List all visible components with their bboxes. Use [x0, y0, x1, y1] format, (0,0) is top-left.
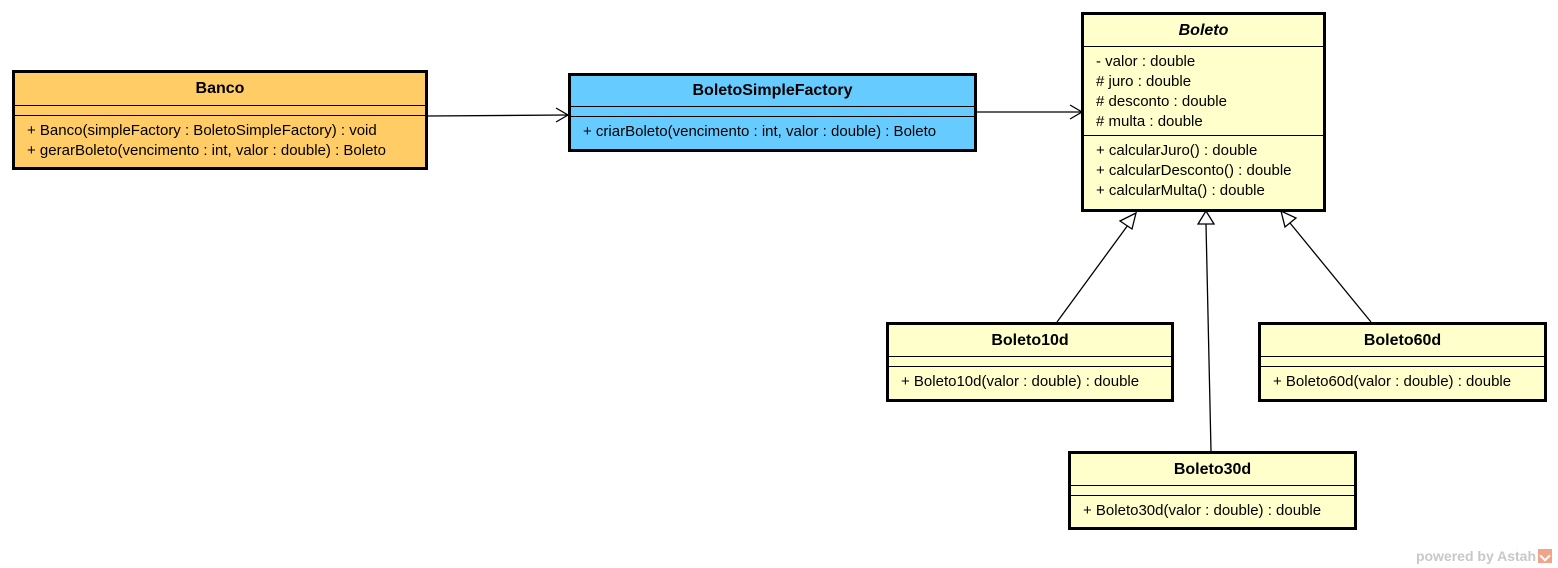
generalization-boleto30d — [1205, 223, 1212, 452]
class-boleto30d[interactable]: Boleto30d + Boleto30d(valor : double) : … — [1068, 451, 1357, 530]
class-name: Boleto — [1084, 15, 1323, 47]
operation: + criarBoleto(vencimento : int, valor : … — [583, 123, 937, 140]
attribute: - valor : double — [1096, 53, 1196, 70]
generalization-arrowhead — [1196, 209, 1216, 225]
class-boleto60d[interactable]: Boleto60d + Boleto60d(valor : double) : … — [1258, 322, 1547, 402]
class-boleto-simple-factory[interactable]: BoletoSimpleFactory + criarBoleto(vencim… — [568, 73, 977, 152]
class-name: Banco — [15, 73, 425, 106]
generalization-arrowhead — [1118, 211, 1137, 231]
astah-logo-icon — [1538, 549, 1552, 563]
operation: + Boleto60d(valor : double) : double — [1273, 373, 1512, 390]
operation: + calcularMulta() : double — [1096, 182, 1265, 199]
operation: + calcularJuro() : double — [1096, 142, 1258, 159]
class-name: BoletoSimpleFactory — [571, 76, 974, 107]
attribute: # juro : double — [1096, 73, 1192, 90]
operations-compartment: + Banco(simpleFactory : BoletoSimpleFact… — [15, 116, 425, 161]
attributes-compartment — [1071, 486, 1354, 496]
attributes-compartment — [889, 357, 1171, 367]
class-name: Boleto60d — [1261, 325, 1544, 357]
watermark-text: powered by Astah — [1415, 548, 1536, 564]
attributes-compartment — [15, 106, 425, 116]
class-name: Boleto10d — [889, 325, 1171, 357]
generalization-boleto10d — [1056, 224, 1129, 323]
astah-watermark: powered by Astah — [1416, 548, 1552, 564]
operations-compartment: + Boleto60d(valor : double) : double — [1261, 367, 1544, 392]
generalization-boleto60d — [1289, 222, 1372, 323]
operation: + Banco(simpleFactory : BoletoSimpleFact… — [27, 122, 377, 139]
operations-compartment: + criarBoleto(vencimento : int, valor : … — [571, 117, 974, 142]
operations-compartment: + Boleto30d(valor : double) : double — [1071, 496, 1354, 521]
attribute: # multa : double — [1096, 113, 1203, 130]
operation: + Boleto10d(valor : double) : double — [901, 373, 1140, 390]
operation: + Boleto30d(valor : double) : double — [1083, 502, 1322, 519]
operations-compartment: + Boleto10d(valor : double) : double — [889, 367, 1171, 392]
attribute: # desconto : double — [1096, 93, 1227, 110]
operation: + calcularDesconto() : double — [1096, 162, 1292, 179]
class-banco[interactable]: Banco + Banco(simpleFactory : BoletoSimp… — [12, 70, 428, 170]
attributes-compartment: - valor : double # juro : double # desco… — [1084, 47, 1323, 136]
class-boleto[interactable]: Boleto - valor : double # juro : double … — [1081, 12, 1326, 212]
operations-compartment: + calcularJuro() : double + calcularDesc… — [1084, 136, 1323, 201]
class-boleto10d[interactable]: Boleto10d + Boleto10d(valor : double) : … — [886, 322, 1174, 402]
generalization-arrowhead — [1280, 209, 1298, 229]
association-banco-factory — [426, 114, 569, 117]
class-name: Boleto30d — [1071, 454, 1354, 486]
attributes-compartment — [1261, 357, 1544, 367]
attributes-compartment — [571, 107, 974, 117]
operation: + gerarBoleto(vencimento : int, valor : … — [27, 142, 386, 159]
